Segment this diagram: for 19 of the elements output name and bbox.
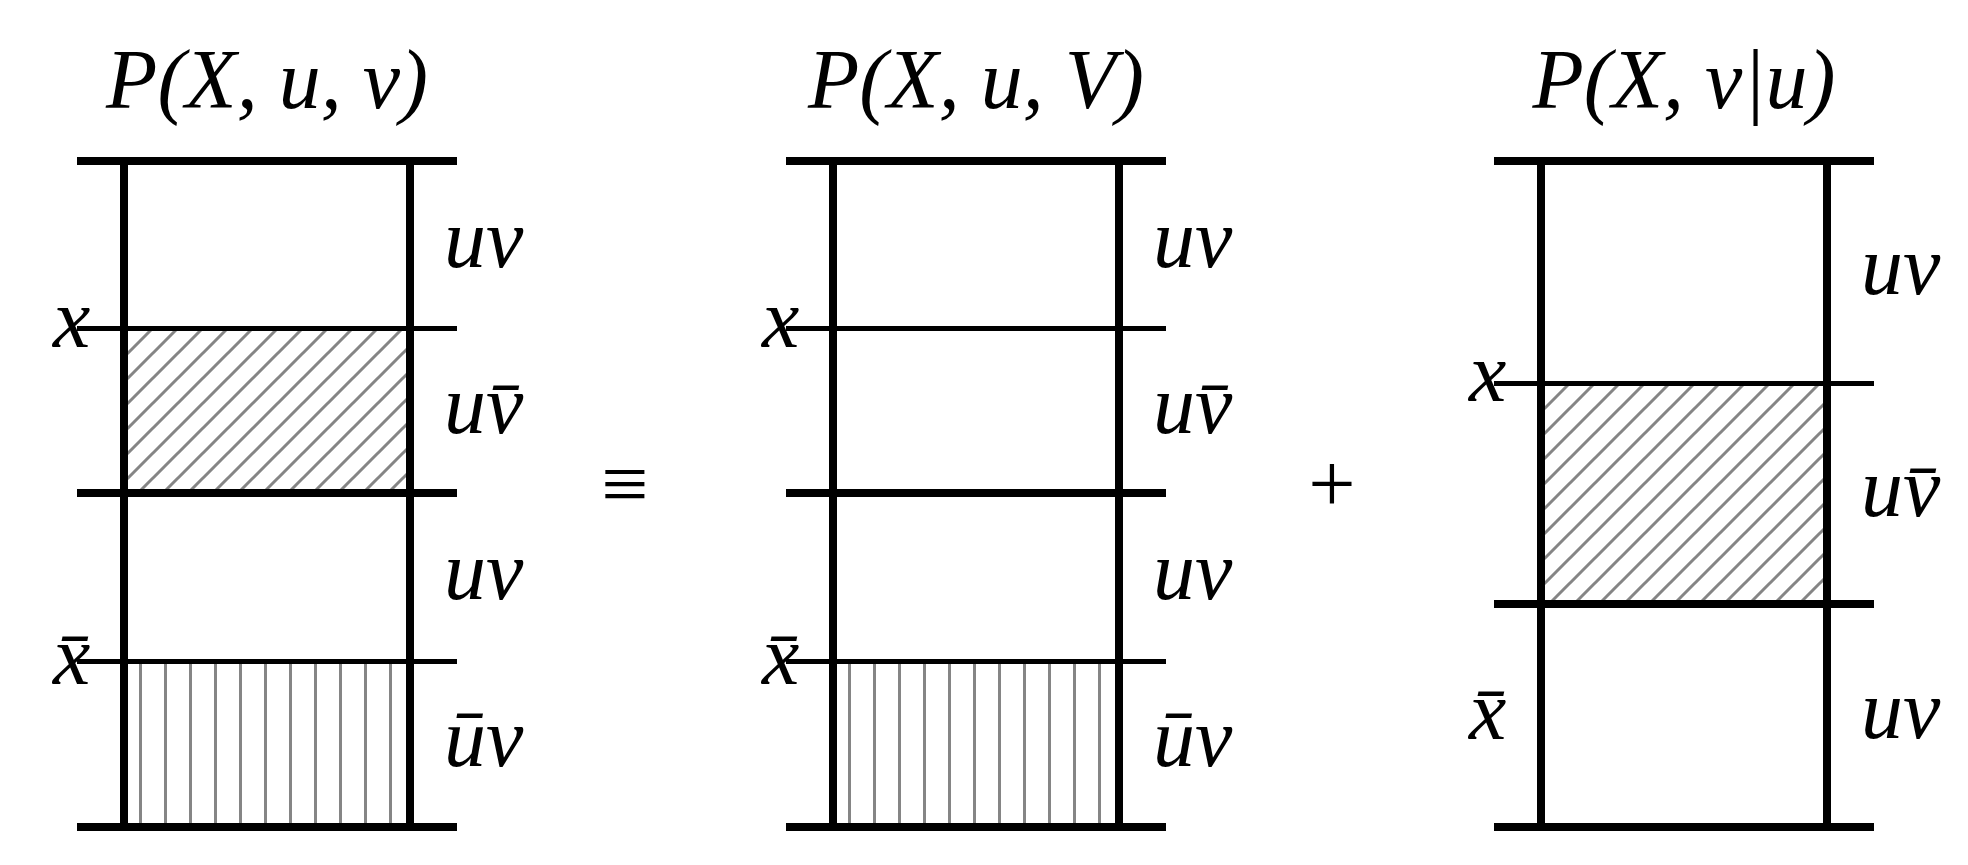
row-label: uv — [1861, 224, 1941, 308]
variable-label: x — [53, 277, 91, 361]
row-label: uv̄ — [1153, 362, 1233, 447]
row-label: uv — [1153, 529, 1233, 613]
variable-label: x̄ — [762, 614, 800, 698]
variable-label: x̄ — [53, 614, 91, 698]
row-label: uv — [1861, 667, 1941, 752]
row-label: ūv — [1153, 696, 1233, 780]
row-label: uv — [444, 196, 524, 281]
row-label: uv — [1153, 196, 1233, 281]
row-label: uv̄ — [1861, 445, 1941, 530]
row-label: uv — [444, 529, 524, 613]
row-label: uv̄ — [444, 362, 524, 447]
operator-sign: ≡ — [601, 442, 649, 526]
operator-sign: + — [1308, 442, 1356, 526]
row-label: ūv — [444, 696, 524, 780]
variable-label: x — [1469, 331, 1507, 415]
variable-label: x̄ — [1469, 669, 1507, 753]
variable-label: x — [762, 277, 800, 361]
